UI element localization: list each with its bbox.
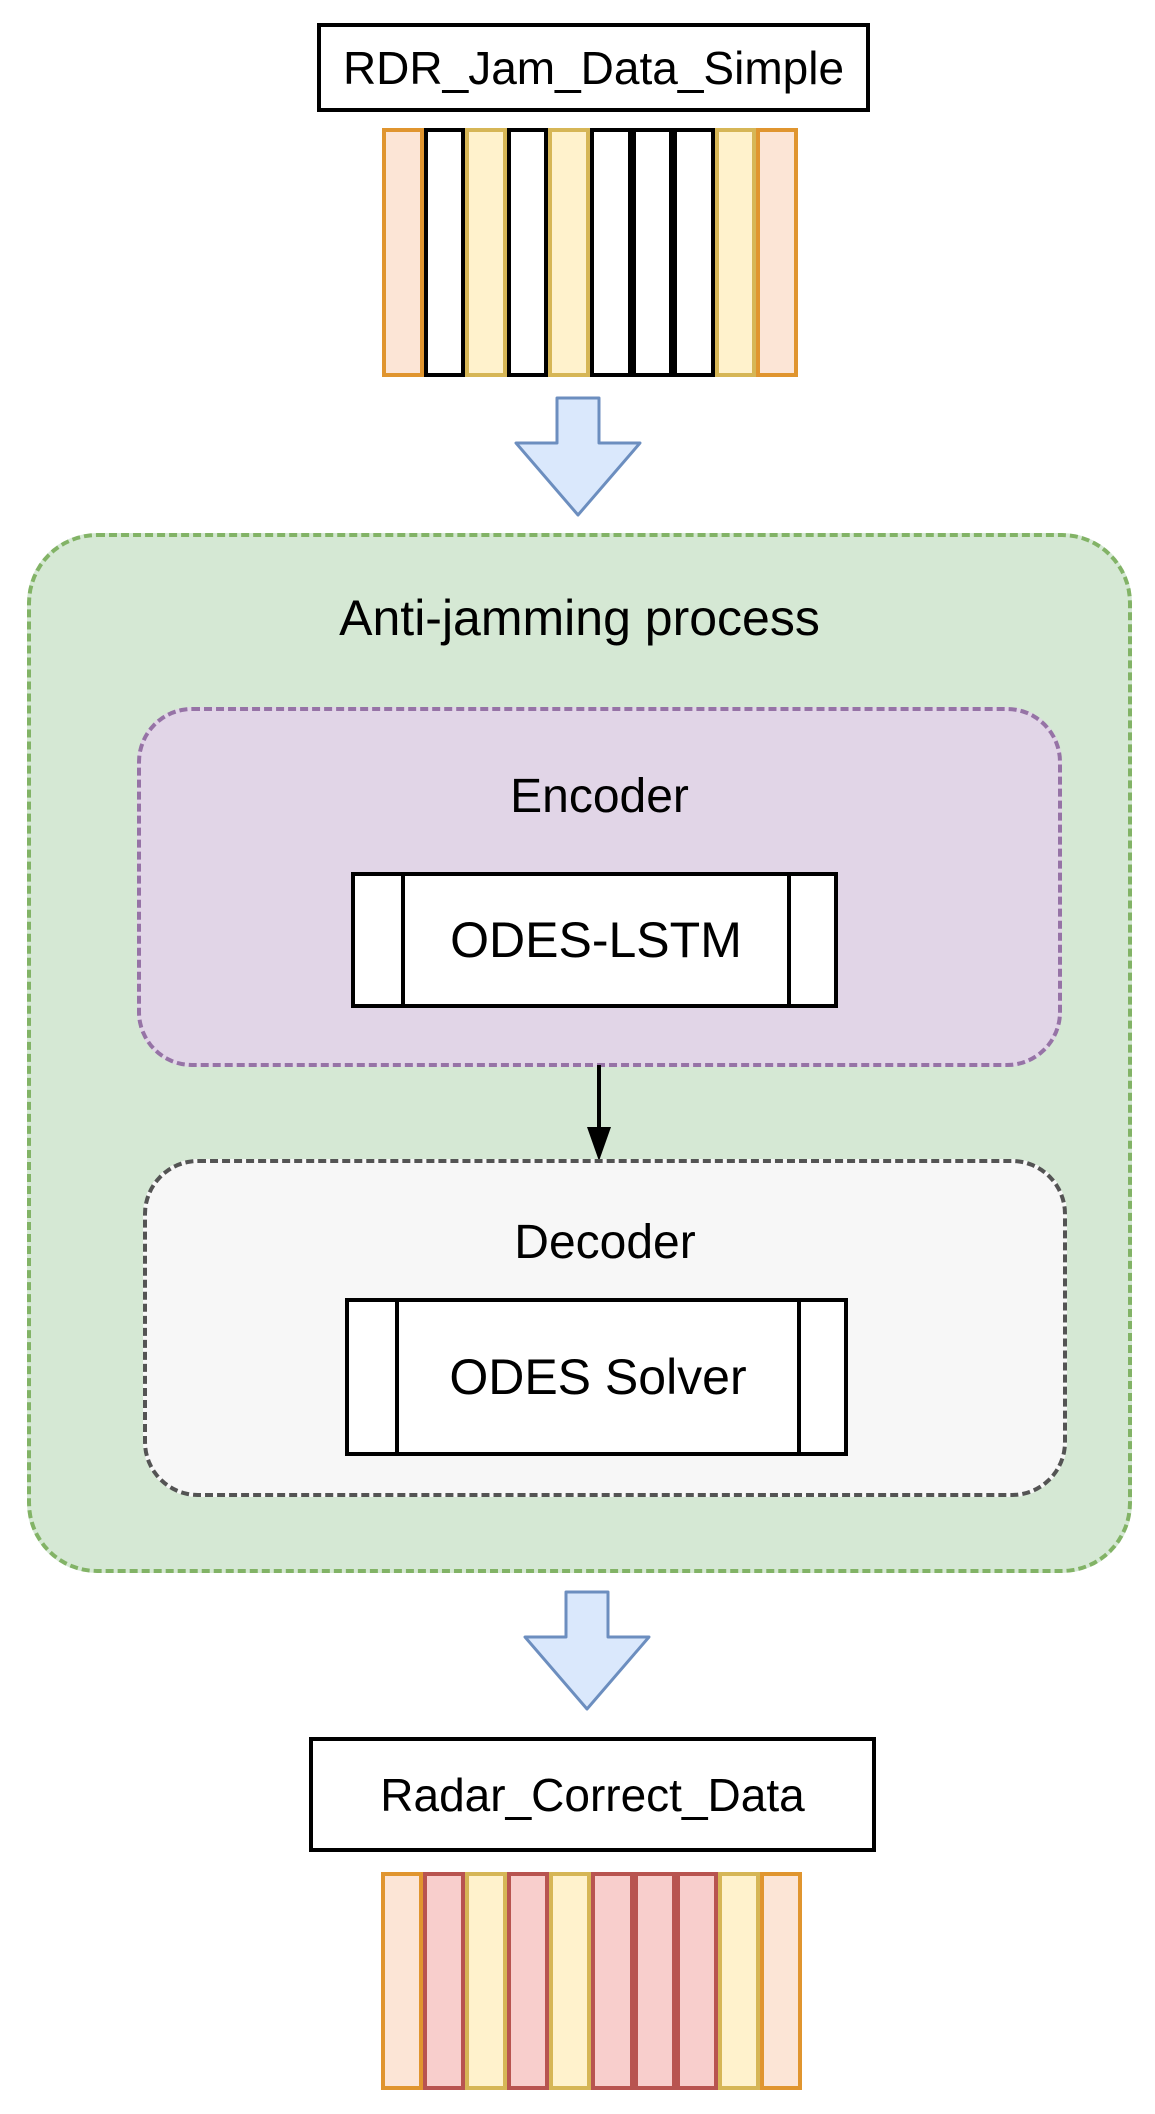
yellow-signal-bar [548, 128, 590, 377]
input-data-box: RDR_Jam_Data_Simple [317, 23, 870, 112]
decoder-container: Decoder ODES Solver [143, 1159, 1067, 1497]
odes-lstm-block: ODES-LSTM [351, 872, 838, 1008]
odes-lstm-right-cell [787, 876, 834, 1004]
odes-solver-block: ODES Solver [345, 1298, 848, 1456]
odes-solver-right-cell [797, 1302, 844, 1452]
anti-jamming-process-container: Anti-jamming process Encoder ODES-LSTM D… [27, 533, 1132, 1573]
orange-signal-bar [381, 1872, 424, 2090]
output-data-label: Radar_Correct_Data [380, 1768, 805, 1821]
decoder-label: Decoder [514, 1216, 696, 1269]
red-signal-bar [423, 1872, 466, 2090]
orange-signal-bar [382, 128, 424, 377]
odes-solver-label: ODES Solver [449, 1349, 747, 1405]
encoder-to-decoder-arrow-icon [587, 1065, 611, 1161]
odes-lstm-label: ODES-LSTM [450, 912, 742, 968]
white-signal-bar [506, 128, 549, 377]
odes-solver-left-cell [349, 1302, 399, 1452]
yellow-signal-bar [717, 1872, 760, 2090]
white-signal-bar [631, 128, 674, 377]
red-signal-bar [633, 1872, 676, 2090]
orange-signal-bar [756, 128, 798, 377]
red-signal-bar [507, 1872, 550, 2090]
input-signal-bars [382, 128, 798, 377]
input-data-label: RDR_Jam_Data_Simple [342, 41, 845, 94]
encoder-label: Encoder [510, 770, 689, 823]
yellow-signal-bar [549, 1872, 592, 2090]
anti-jamming-process-label: Anti-jamming process [339, 590, 820, 646]
yellow-signal-bar [465, 128, 507, 377]
red-signal-bar [675, 1872, 718, 2090]
output-data-box: Radar_Correct_Data [309, 1737, 876, 1852]
orange-signal-bar [759, 1872, 802, 2090]
yellow-signal-bar [465, 1872, 508, 2090]
white-signal-bar [589, 128, 632, 377]
down-arrow-icon [523, 1590, 651, 1711]
output-signal-bars [381, 1872, 802, 2090]
red-signal-bar [591, 1872, 634, 2090]
odes-lstm-left-cell [355, 876, 405, 1004]
down-arrow-icon [514, 396, 642, 517]
encoder-container: Encoder ODES-LSTM [137, 707, 1062, 1067]
white-signal-bar [423, 128, 466, 377]
yellow-signal-bar [714, 128, 757, 377]
white-signal-bar [673, 128, 715, 377]
